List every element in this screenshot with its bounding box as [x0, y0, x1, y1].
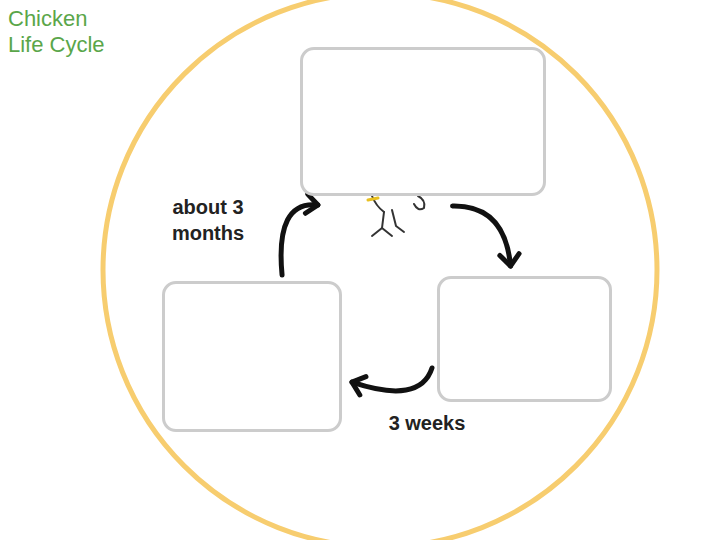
- stage-box: [162, 281, 342, 432]
- cycle-arrow: [281, 194, 318, 275]
- cycle-arrow: [453, 206, 520, 266]
- arrow-line: [281, 205, 318, 275]
- diagram-title: Chicken Life Cycle: [8, 6, 120, 59]
- stage-box: [300, 47, 546, 196]
- cycle-circle: [103, 0, 657, 540]
- chicken-sketch: [368, 196, 424, 236]
- duration-label: 3 weeks: [372, 410, 482, 436]
- arrow-head: [352, 377, 366, 395]
- cycle-arrow: [352, 368, 432, 395]
- arrow-head: [305, 194, 318, 213]
- arrow-head: [500, 254, 519, 266]
- stage-box: [437, 276, 612, 402]
- duration-label: about 3 months: [148, 194, 268, 246]
